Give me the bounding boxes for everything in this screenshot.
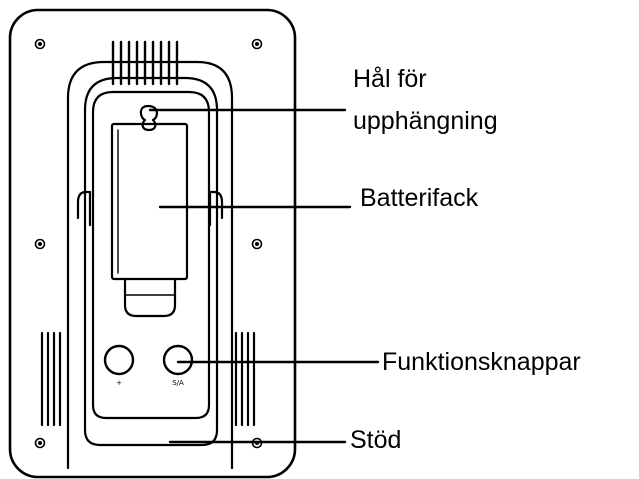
label-buttons: Funktionsknappar [382, 348, 581, 376]
right-side-vents [234, 331, 256, 427]
label-hanging-hole-line1: Hål för [353, 65, 427, 93]
device-outer-housing [8, 8, 297, 479]
label-stand: Stöd [350, 426, 402, 454]
button-mark-left: + [116, 379, 122, 387]
function-button-left[interactable] [103, 344, 135, 376]
left-hinge-clip [76, 190, 92, 227]
screw-holes [34, 38, 263, 449]
right-hinge-clip [208, 190, 224, 227]
callout-lines [148, 108, 380, 444]
screw-hole [251, 238, 263, 250]
hanging-hole [139, 104, 158, 132]
label-hanging-hole-line2: upphängning [353, 107, 498, 135]
screw-hole [34, 437, 46, 449]
inner-panel [91, 90, 211, 420]
battery-compartment [110, 122, 189, 281]
stand-inner-outline [83, 76, 219, 447]
left-side-vents [40, 331, 62, 427]
label-battery: Batterifack [360, 184, 479, 212]
screw-hole [34, 38, 46, 50]
function-button-right[interactable] [162, 344, 194, 376]
battery-latch [123, 277, 177, 318]
button-mark-right: S/A [172, 379, 184, 387]
screw-hole [251, 38, 263, 50]
stand-outline [66, 60, 234, 470]
screw-hole [34, 238, 46, 250]
